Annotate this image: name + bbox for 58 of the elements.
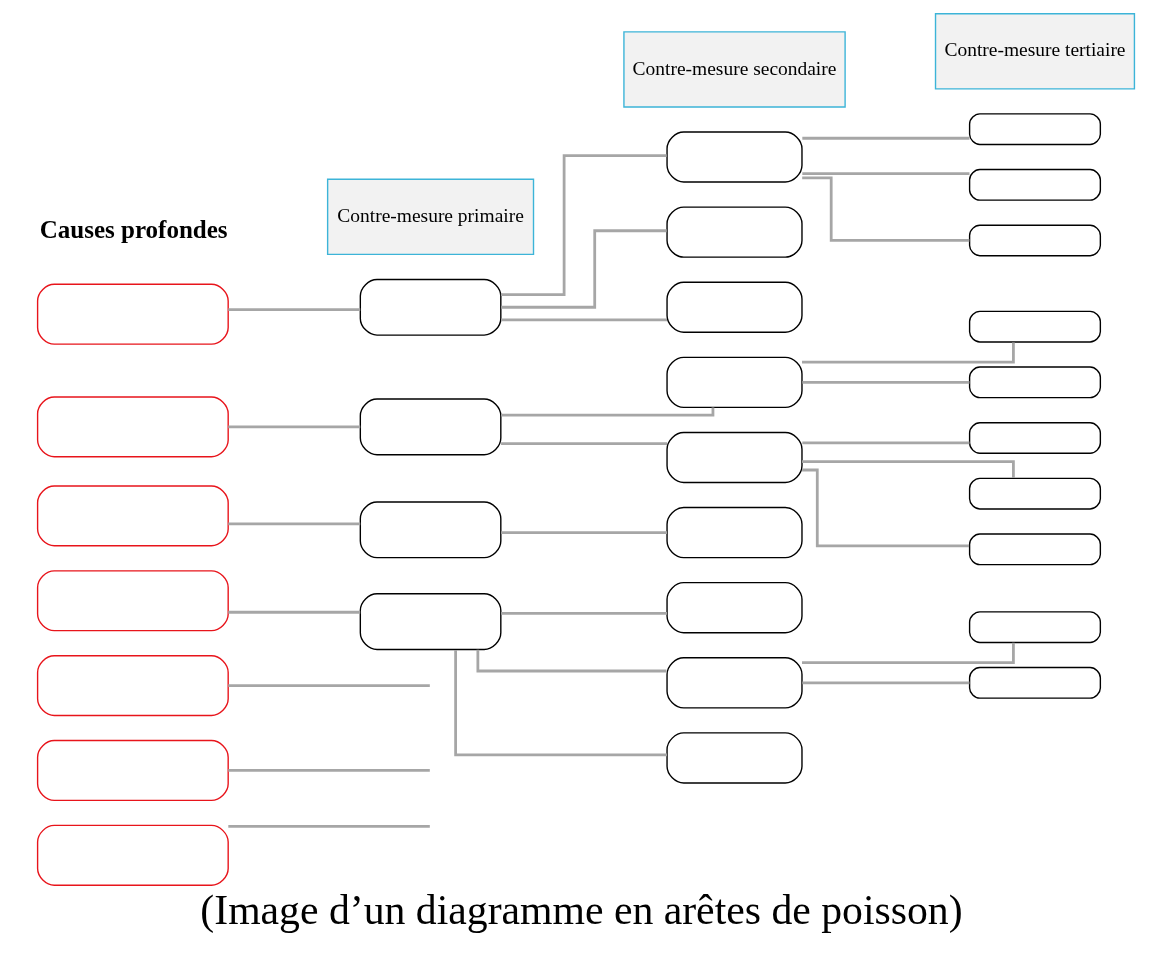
connector (801, 441, 969, 445)
node-box (665, 506, 803, 559)
node-box (359, 278, 501, 336)
connector (500, 154, 667, 297)
connector (227, 684, 430, 687)
node-box (665, 356, 803, 409)
connector (227, 425, 360, 429)
node-box (968, 224, 1101, 257)
connector (227, 769, 430, 772)
connector (453, 649, 667, 757)
connector (500, 531, 667, 534)
node-box (359, 593, 501, 651)
connector (801, 468, 969, 548)
node-box (359, 398, 501, 456)
caption: (Image d’un diagramme en arêtes de poisson) (199, 887, 963, 934)
node-box (665, 206, 803, 258)
connector (227, 308, 360, 312)
connector (500, 318, 667, 322)
node-box (36, 485, 229, 547)
node-box (36, 283, 229, 345)
node-box (665, 281, 803, 333)
connector (500, 229, 667, 309)
node-box (968, 611, 1101, 644)
node-box (968, 422, 1101, 454)
node-box: Contre-mesure secondaire (622, 31, 846, 108)
connector (801, 381, 969, 384)
node-box: Contre-mesure primaire (326, 178, 534, 256)
node-box (968, 168, 1101, 201)
connector (801, 136, 969, 140)
node-box (36, 655, 229, 717)
label: Causes profondes (39, 216, 228, 244)
node-box (665, 131, 803, 183)
node-box (36, 570, 229, 632)
node-box (968, 366, 1101, 399)
connector (801, 176, 969, 242)
node-box (968, 666, 1101, 699)
node-box (36, 396, 229, 458)
node-box (665, 431, 803, 484)
connector (801, 172, 969, 176)
node-box (36, 824, 229, 886)
connector (476, 649, 666, 673)
node-box (968, 113, 1101, 146)
node-box (665, 657, 803, 709)
node-box (968, 533, 1101, 566)
connector (500, 442, 667, 445)
node-box (665, 732, 803, 784)
connector (227, 825, 430, 828)
node-box: Contre-mesure tertiaire (934, 13, 1135, 90)
connector (227, 610, 360, 614)
node-box (968, 477, 1101, 510)
connector (227, 522, 360, 526)
node-box (36, 739, 229, 802)
node-box (359, 501, 501, 559)
connector (500, 611, 667, 615)
node-box (665, 582, 803, 634)
connector (500, 407, 714, 417)
connector (801, 681, 969, 685)
node-box (968, 310, 1101, 343)
